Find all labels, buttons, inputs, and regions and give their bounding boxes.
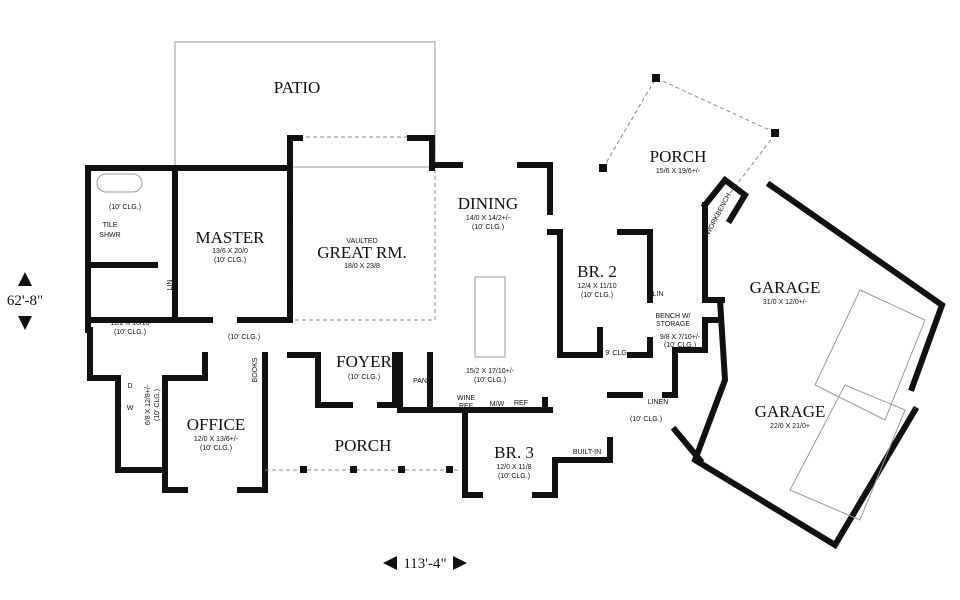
kitchen-island [474, 276, 506, 358]
br2-ceiling: (10' CLG.) [581, 292, 613, 299]
hall-bath-ceiling: (10' CLG.) [630, 416, 662, 423]
br3-ceiling: (10' CLG.) [498, 473, 530, 480]
pantry-label: PAN [413, 378, 427, 385]
closet-ceiling: (10' CLG.) [114, 329, 146, 336]
laundry-ceiling: (10' CLG.) [154, 389, 161, 421]
patio-outline [174, 41, 436, 168]
arrow-down-icon [18, 316, 32, 330]
shower-label: TILE [103, 222, 118, 229]
depth-dimension: 62'-8" [7, 293, 43, 309]
office-size: 12/0 X 13/6+/- [194, 436, 239, 443]
patio-label: PATIO [274, 78, 321, 97]
br2-label: BR. 2 [577, 262, 617, 281]
great-room-prefix: VAULTED [346, 238, 377, 245]
front-porch-label: PORCH [335, 436, 392, 455]
closet-linen: LIN [167, 280, 174, 291]
bath-ceiling: (10' CLG.) [109, 204, 141, 211]
br3-label: BR. 3 [494, 443, 534, 462]
bathtub [96, 173, 143, 193]
shower-label-2: SHWR [99, 232, 120, 239]
built-ins-lower: BUILT-INS [288, 278, 295, 311]
br3-built-in: BUILT-IN [573, 449, 601, 456]
br2-size: 12/4 X 11/10 [577, 283, 616, 290]
closet-size: 11/2 X 10/10 [110, 320, 149, 327]
arrow-right-icon [453, 556, 467, 570]
dining-ceiling: (10' CLG.) [472, 224, 504, 231]
master-size: 13/6 X 20/0 [212, 248, 248, 255]
garage-2-size: 22/0 X 21/0+ [770, 423, 810, 430]
kitchen-size: 15/2 X 17/10+/- [466, 368, 515, 375]
books-label: BOOKS [252, 357, 259, 382]
master-ceiling: (10' CLG.) [214, 257, 246, 264]
walls [85, 135, 946, 550]
great-room-label: GREAT RM. [317, 243, 406, 262]
wine-ref-label: REF [459, 403, 473, 410]
rear-porch-label: PORCH [650, 147, 707, 166]
refrigerator-label: REF [514, 400, 528, 407]
br2-linen: LIN [653, 291, 664, 298]
arrow-left-icon [383, 556, 397, 570]
laundry-size: 6/8 X 12/8+/- [145, 384, 152, 425]
great-room-size: 18/0 X 23/8 [344, 263, 380, 270]
arrow-up-icon [18, 272, 32, 286]
garage-doors [789, 289, 926, 521]
rear-porch-outline [602, 77, 777, 197]
dining-size: 14/0 X 14/2+/- [466, 215, 511, 222]
bench-label: BENCH W/ [656, 313, 691, 320]
microwave-label: M/W [490, 401, 505, 408]
garage-2-label: GARAGE [755, 402, 826, 421]
office-ceiling: (10' CLG.) [200, 445, 232, 452]
dryer-label: D [127, 383, 132, 390]
kitchen-ceiling: (10' CLG.) [474, 377, 506, 384]
office-label: OFFICE [187, 415, 246, 434]
foyer-ceiling: (10' CLG.) [348, 374, 380, 381]
garage-1-label: GARAGE [750, 278, 821, 297]
rear-porch-size: 15/6 X 19/6+/- [656, 168, 701, 175]
foyer-label: FOYER [336, 352, 392, 371]
closet-9ft-ceiling: 9' CLG. [605, 350, 629, 357]
dining-label: DINING [458, 194, 518, 213]
storage-label: STORAGE [656, 321, 690, 328]
great-room-outline [291, 136, 436, 321]
br3-size: 12/0 X 11/8 [496, 464, 531, 471]
mudroom-size: 9/8 X 7/10+/- [660, 334, 701, 341]
washer-label: W [127, 405, 134, 412]
mudroom-ceiling: (10' CLG.) [664, 342, 696, 349]
wine-label: WINE [457, 395, 476, 402]
built-ins-upper: BUILT-INS [288, 193, 295, 226]
hall-ceiling: (10' CLG.) [228, 334, 260, 341]
garage-1-size: 31/0 X 12/0+/- [763, 299, 808, 306]
master-label: MASTER [196, 228, 266, 247]
width-dimension: 113'-4" [403, 556, 446, 572]
linen-label: LINEN [648, 399, 669, 406]
